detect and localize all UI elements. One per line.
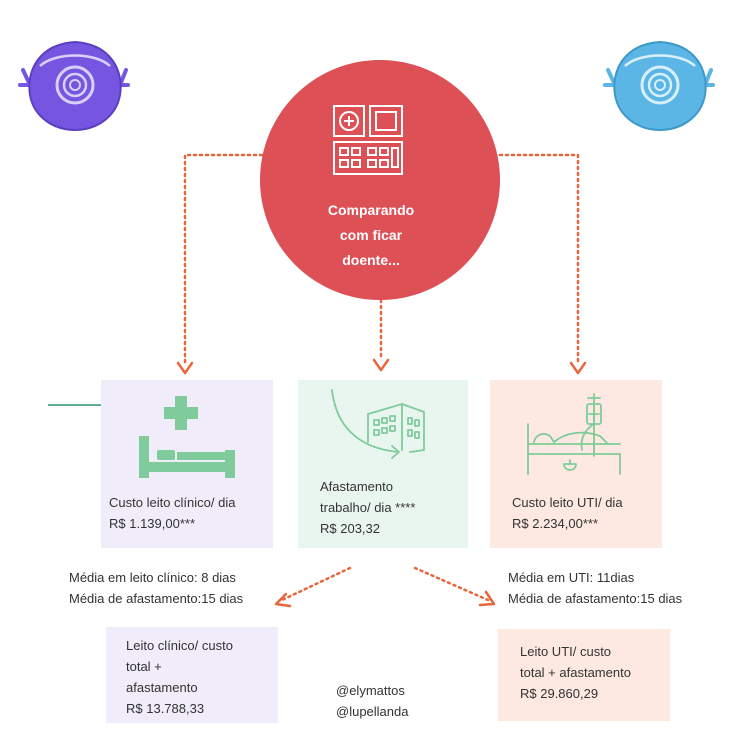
purple-mask-icon xyxy=(18,40,130,132)
icu-bed-icon xyxy=(527,393,621,475)
arrow-to-icu-total xyxy=(413,566,490,602)
total-clinic-line-1: Leito clínico/ custo xyxy=(126,638,233,653)
hospital-bed-icon xyxy=(139,396,235,478)
hub-circle xyxy=(260,60,500,300)
card-icu-bed-value: R$ 2.234,00*** xyxy=(512,516,599,531)
total-clinic-line-2: total + xyxy=(126,659,162,674)
card-icu-bed-label: Custo leito UTI/ dia xyxy=(512,495,623,510)
card-icu-bed: Custo leito UTI/ dia R$ 2.234,00*** xyxy=(490,380,662,548)
total-clinic-value: R$ 13.788,33 xyxy=(126,701,205,716)
credit-elymattos: @elymattos xyxy=(336,683,405,698)
arrow-to-clinic-total xyxy=(280,566,352,602)
hospital-icon xyxy=(333,105,403,175)
card-work-leave-label-1: Afastamento xyxy=(320,479,393,494)
card-work-leave-label-2: trabalho/ dia **** xyxy=(320,500,416,515)
total-icu-line-2: total + afastamento xyxy=(520,665,631,680)
averages-left-leave: Média de afastamento:15 dias xyxy=(69,591,244,606)
card-work-leave: Afastamento trabalho/ dia **** R$ 203,32 xyxy=(298,380,468,548)
credits: @elymattos @lupellanda xyxy=(336,680,408,722)
averages-right: Média em UTI: 11dias Média de afastament… xyxy=(508,567,682,609)
total-clinic-line-3: afastamento xyxy=(126,680,198,695)
averages-right-icu: Média em UTI: 11dias xyxy=(508,570,635,585)
total-clinic: Leito clínico/ custo total + afastamento… xyxy=(106,627,278,723)
hub-label: Comparando com ficar doente... xyxy=(318,198,424,273)
total-icu: Leito UTI/ custo total + afastamento R$ … xyxy=(498,629,670,721)
hub-label-line-1: Comparando xyxy=(327,202,415,218)
office-building-icon xyxy=(331,389,425,459)
averages-left: Média em leito clínico: 8 dias Média de … xyxy=(69,567,243,609)
total-icu-line-1: Leito UTI/ custo xyxy=(520,644,612,659)
averages-left-clinic: Média em leito clínico: 8 dias xyxy=(69,570,236,585)
blue-mask-icon xyxy=(603,40,715,132)
card-clinic-bed-value: R$ 1.139,00*** xyxy=(109,516,196,531)
hub-label-line-2: com ficar xyxy=(339,227,403,243)
arrow-to-icu xyxy=(498,153,580,367)
card-clinic-bed: Custo leito clínico/ dia R$ 1.139,00*** xyxy=(101,380,273,548)
card-work-leave-value: R$ 203,32 xyxy=(320,521,380,536)
total-icu-value: R$ 29.860,29 xyxy=(520,686,599,701)
card-clinic-bed-label: Custo leito clínico/ dia xyxy=(109,495,236,510)
averages-right-leave: Média de afastamento:15 dias xyxy=(508,591,683,606)
arrow-to-clinic xyxy=(183,153,264,367)
hub-label-line-3: doente... xyxy=(342,252,400,268)
credit-lupellanda: @lupellanda xyxy=(336,704,409,719)
